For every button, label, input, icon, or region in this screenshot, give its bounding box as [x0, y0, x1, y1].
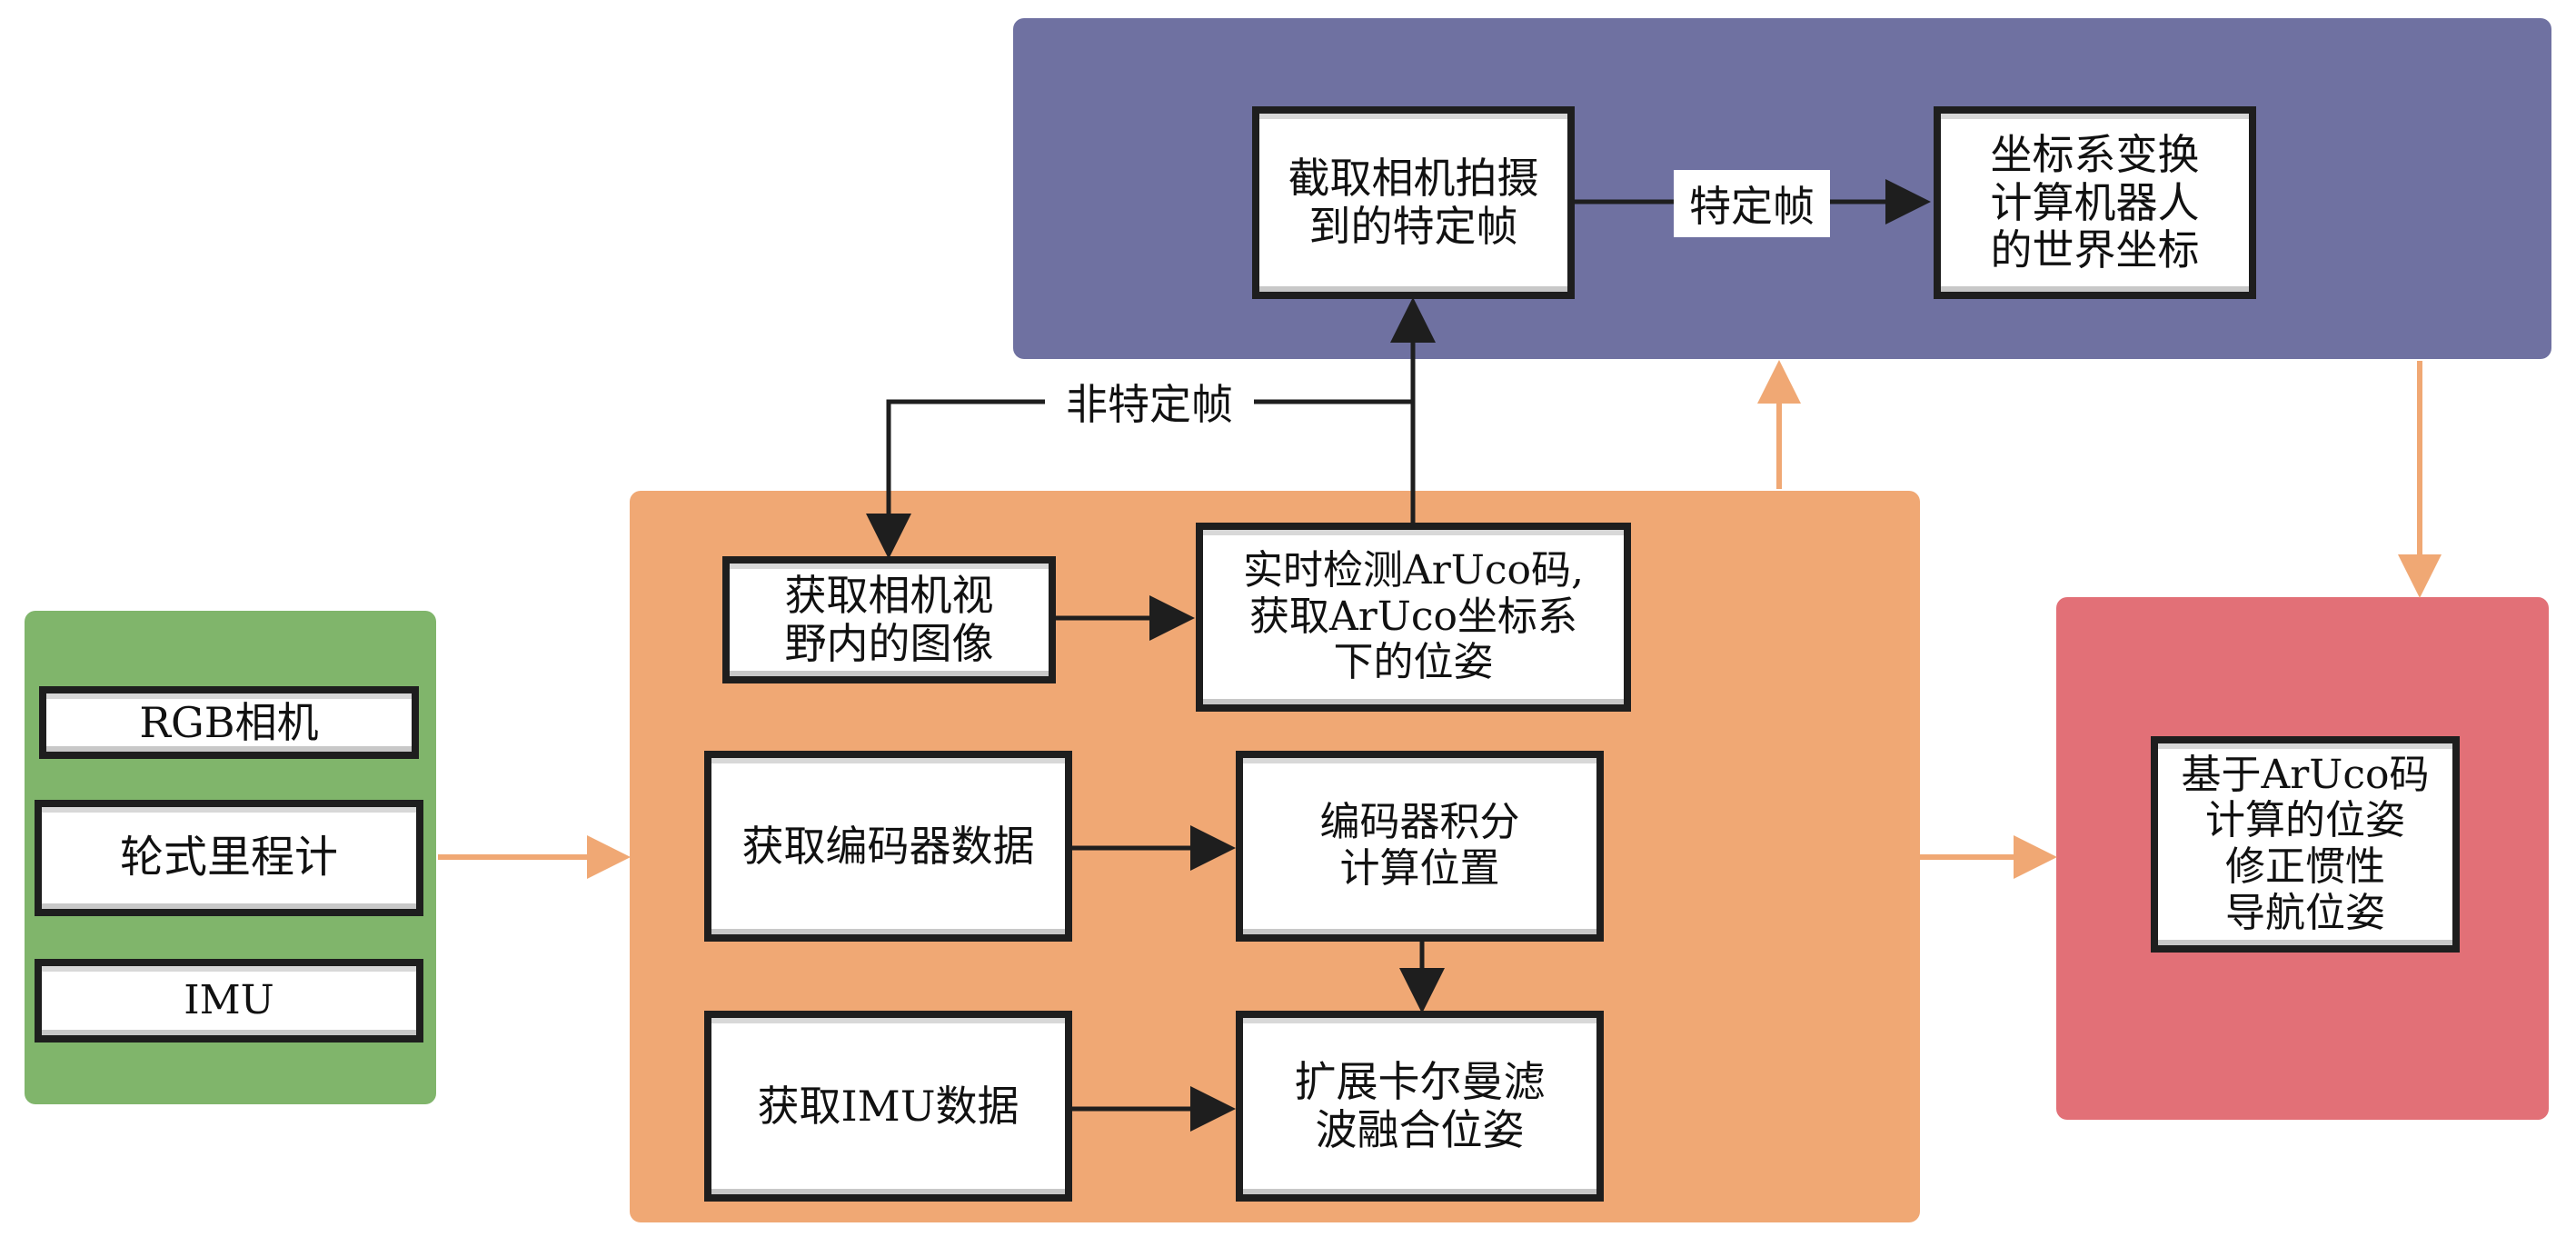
get-encoder-box: 获取编码器数据: [704, 751, 1072, 942]
rgb-camera-box: RGB相机: [39, 686, 419, 759]
detect-aruco-box: 实时检测ArUco码, 获取ArUco坐标系 下的位姿: [1196, 523, 1631, 712]
get-imu-box: 获取IMU数据: [704, 1011, 1072, 1202]
specific-frame-label: 特定帧: [1674, 170, 1830, 237]
capture-frame-box: 截取相机拍摄 到的特定帧: [1252, 106, 1575, 299]
non-specific-frame-label: 非特定帧: [1045, 371, 1254, 433]
imu-box: IMU: [35, 959, 423, 1042]
ekf-fusion-box: 扩展卡尔曼滤 波融合位姿: [1236, 1011, 1604, 1202]
encoder-integrate-box: 编码器积分 计算位置: [1236, 751, 1604, 942]
wheel-odometer-box: 轮式里程计: [35, 800, 423, 916]
correct-pose-box: 基于ArUco码 计算的位姿 修正惯性 导航位姿: [2151, 736, 2460, 953]
transform-box: 坐标系变换 计算机器人 的世界坐标: [1934, 106, 2256, 299]
capture-image-box: 获取相机视 野内的图像: [722, 556, 1056, 683]
